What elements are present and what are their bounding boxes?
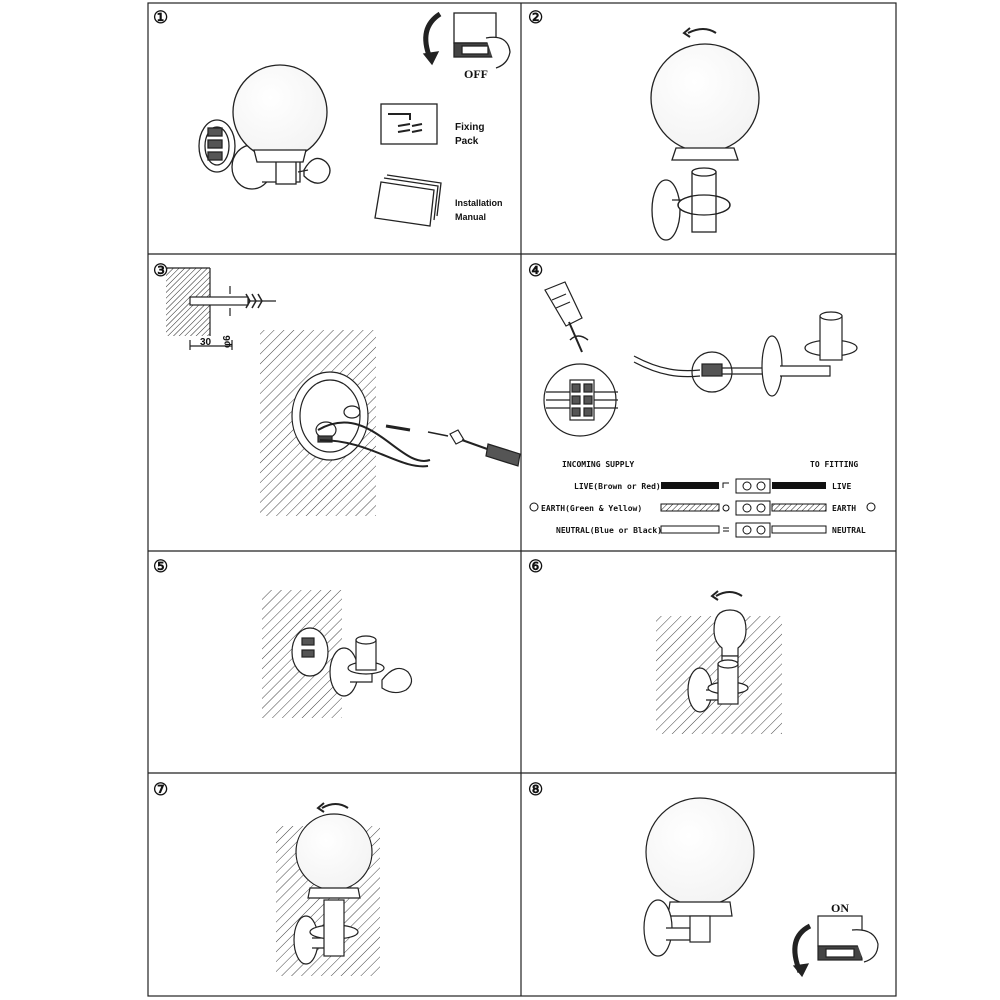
earth-symbol-icon	[529, 502, 539, 512]
step-1-illustration	[198, 11, 511, 227]
incoming-supply-title: INCOMING SUPPLY	[562, 460, 634, 469]
neutral-wire-out	[771, 525, 827, 534]
earth-right-label: EARTH	[832, 504, 856, 513]
live-right-label: LIVE	[832, 482, 851, 491]
globe-icon	[650, 43, 760, 153]
fixing-pack-label-line1: Fixing	[455, 122, 484, 133]
diameter-dimension: φ6	[222, 335, 233, 348]
live-wire-in	[661, 482, 719, 489]
earth-symbol-icon	[866, 502, 876, 512]
wiring-table: INCOMING SUPPLY TO FITTING LIVE(Brown or…	[529, 460, 876, 538]
screwdriver-icon	[544, 281, 583, 353]
off-label: OFF	[464, 67, 488, 81]
globe-icon	[232, 64, 328, 160]
earth-left-label: EARTH(Green & Yellow)	[541, 504, 642, 513]
step-4-illustration	[543, 281, 858, 437]
manual-label-line2: Manual	[455, 212, 486, 222]
switch-off-icon	[422, 11, 511, 69]
step-7-illustration	[276, 802, 380, 976]
manual-icon	[374, 174, 442, 227]
fixing-pack-label-line2: Pack	[455, 136, 479, 147]
neutral-left-label: NEUTRAL(Blue or Black)	[556, 526, 662, 535]
step-2-illustration	[650, 27, 760, 241]
manual-label-line1: Installation	[455, 198, 503, 208]
earth-wire-in	[660, 503, 720, 512]
to-fitting-title: TO FITTING	[810, 460, 858, 469]
step-8-number: ⑧	[528, 780, 543, 799]
live-left-label: LIVE(Brown or Red)	[574, 482, 661, 491]
hand-icon	[303, 157, 331, 184]
switch-on-icon	[792, 915, 879, 978]
wall-plate	[651, 179, 681, 241]
wall-box	[291, 371, 369, 461]
globe-icon	[295, 813, 373, 891]
step-5-illustration	[262, 590, 413, 718]
hand-icon	[381, 667, 413, 694]
neutral-right-label: NEUTRAL	[832, 526, 866, 535]
panel-grid	[147, 2, 897, 997]
step-6-illustration	[656, 590, 782, 734]
globe-icon	[645, 797, 755, 907]
screwdriver-icon	[461, 439, 521, 467]
neutral-wire-in	[660, 525, 720, 534]
step-6-number: ⑥	[528, 557, 543, 576]
step-1-number: ①	[153, 8, 168, 27]
step-8-illustration	[643, 797, 879, 978]
step-3-illustration	[166, 267, 521, 516]
step-3-number: ③	[153, 261, 168, 280]
earth-wire-out	[771, 503, 827, 512]
live-wire-out	[772, 482, 826, 489]
fixing-pack-icon	[380, 103, 438, 145]
step-4-number: ④	[528, 261, 543, 280]
depth-dimension: 30	[200, 337, 212, 348]
step-2-number: ②	[528, 8, 543, 27]
step-7-number: ⑦	[153, 780, 168, 799]
wall-box-open	[198, 119, 236, 173]
step-5-number: ⑤	[153, 557, 168, 576]
on-label: ON	[831, 901, 849, 915]
